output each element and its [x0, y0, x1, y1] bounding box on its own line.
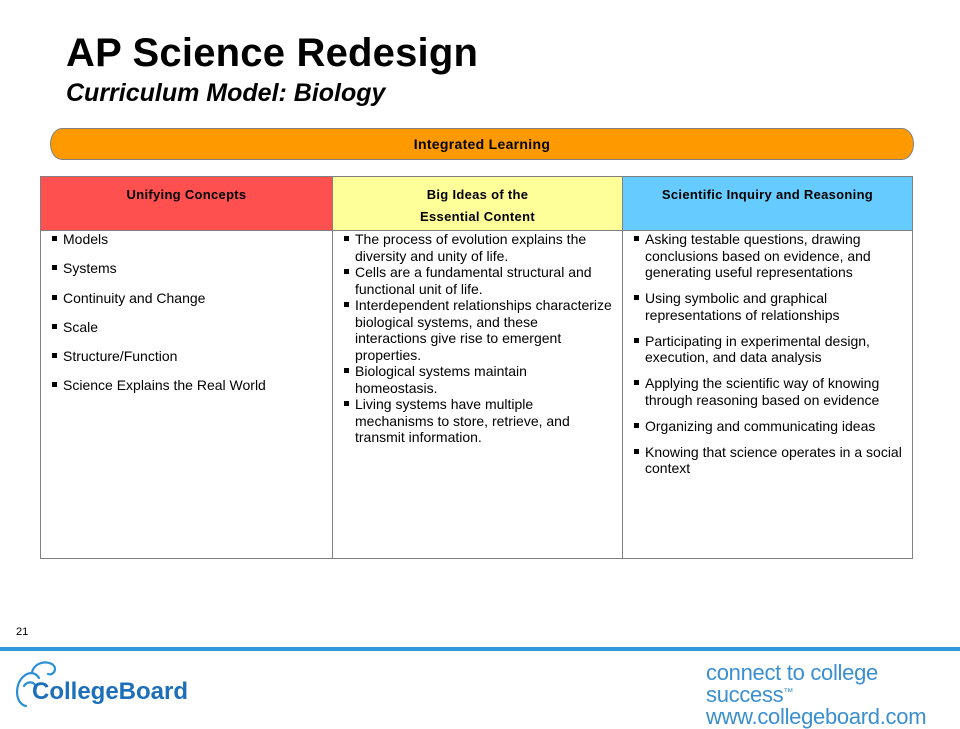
- list-item: Organizing and communicating ideas: [623, 418, 912, 435]
- list-item: Asking testable questions, drawing concl…: [623, 231, 912, 281]
- header-row: Unifying Concepts Big Ideas of the Essen…: [40, 176, 913, 231]
- square-bullet-icon: [344, 236, 349, 241]
- square-bullet-icon: [344, 401, 349, 406]
- list-item: Applying the scientific way of knowing t…: [623, 375, 912, 408]
- slide-title: AP Science Redesign: [66, 31, 479, 75]
- square-bullet-icon: [52, 323, 57, 329]
- list-item: The process of evolution explains the di…: [333, 231, 622, 264]
- square-bullet-icon: [634, 448, 639, 454]
- header-unifying-concepts: Unifying Concepts: [40, 176, 333, 231]
- tagline-slogan: connect to college success™: [706, 660, 878, 707]
- square-bullet-icon: [344, 302, 349, 307]
- list-item: Using symbolic and graphical representat…: [623, 290, 912, 323]
- inquiry-list: Asking testable questions, drawing concl…: [623, 231, 912, 477]
- list-item: Scale: [41, 319, 332, 336]
- square-bullet-icon: [344, 368, 349, 373]
- square-bullet-icon: [52, 382, 57, 388]
- square-bullet-icon: [52, 265, 57, 271]
- list-item: Systems: [41, 260, 332, 277]
- unifying-concepts-list: Models Systems Continuity and Change Sca…: [41, 231, 332, 394]
- tagline-url: www.collegeboard.com: [706, 704, 927, 729]
- square-bullet-icon: [634, 337, 639, 343]
- list-item: Continuity and Change: [41, 290, 332, 307]
- square-bullet-icon: [344, 269, 349, 274]
- square-bullet-icon: [52, 294, 57, 300]
- logo-text: CollegeBoard: [32, 678, 188, 705]
- list-item: Science Explains the Real World: [41, 377, 332, 394]
- integrated-learning-banner: Integrated Learning: [50, 128, 914, 160]
- list-item: Biological systems maintain homeostasis.: [333, 363, 622, 396]
- square-bullet-icon: [634, 295, 639, 300]
- header-big-ideas: Big Ideas of the Essential Content: [332, 176, 623, 231]
- tagline: connect to college success™ www.collegeb…: [706, 662, 946, 728]
- list-item: Participating in experimental design, ex…: [623, 333, 912, 366]
- square-bullet-icon: [634, 236, 639, 241]
- square-bullet-icon: [634, 380, 639, 385]
- collegeboard-logo: CollegeBoard: [16, 661, 188, 708]
- content-row: Models Systems Continuity and Change Sca…: [40, 230, 913, 559]
- acorn-icon: [16, 661, 57, 708]
- page-number: 21: [16, 626, 29, 638]
- banner-label: Integrated Learning: [413, 136, 551, 152]
- list-item: Models: [41, 231, 332, 248]
- square-bullet-icon: [52, 353, 57, 359]
- list-item: Knowing that science operates in a socia…: [623, 444, 912, 477]
- trademark-symbol: ™: [783, 687, 794, 698]
- header-big-ideas-line2: Essential Content: [420, 209, 535, 224]
- list-item: Living systems have multiple mechanisms …: [333, 396, 622, 446]
- square-bullet-icon: [634, 422, 639, 428]
- unifying-concepts-cell: Models Systems Continuity and Change Sca…: [40, 230, 333, 559]
- inquiry-cell: Asking testable questions, drawing concl…: [622, 230, 913, 559]
- big-ideas-cell: The process of evolution explains the di…: [332, 230, 623, 559]
- big-ideas-list: The process of evolution explains the di…: [333, 231, 622, 446]
- list-item: Interdependent relationships characteriz…: [333, 297, 622, 363]
- list-item: Structure/Function: [41, 348, 332, 365]
- footer-divider: [0, 647, 960, 651]
- header-inquiry: Scientific Inquiry and Reasoning: [622, 176, 913, 231]
- square-bullet-icon: [52, 236, 57, 241]
- slide-subtitle: Curriculum Model: Biology: [66, 79, 386, 107]
- list-item: Cells are a fundamental structural and f…: [333, 264, 622, 297]
- curriculum-table: Unifying Concepts Big Ideas of the Essen…: [40, 176, 913, 559]
- header-big-ideas-line1: Big Ideas of the: [426, 187, 529, 202]
